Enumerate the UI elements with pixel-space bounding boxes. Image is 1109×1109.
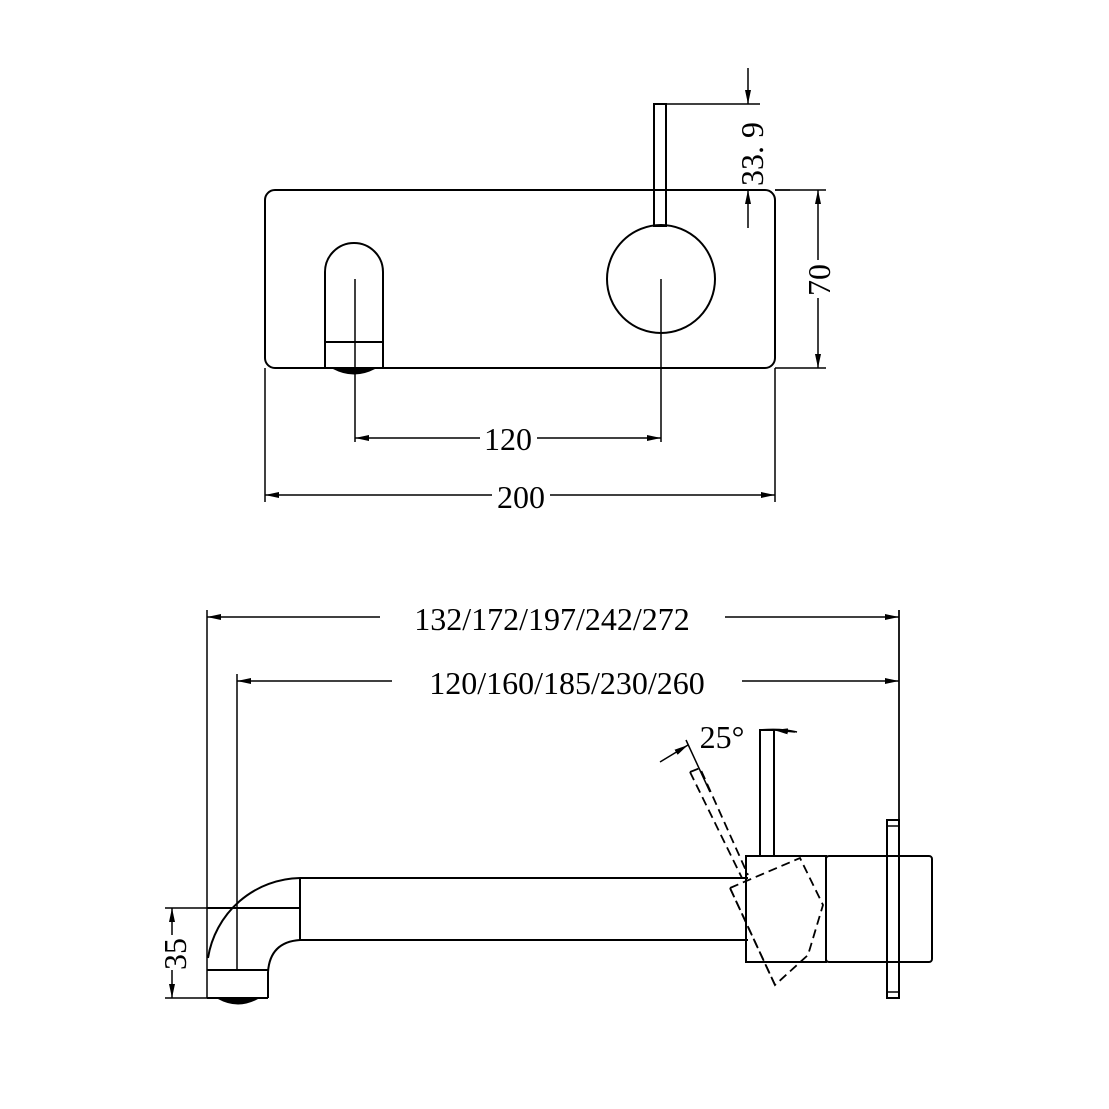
side-view: 132/172/197/242/272 120/160/185/230/260: [157, 601, 933, 1005]
dim-spout-height-label: 35: [157, 938, 193, 970]
dim-spout-height: 35: [157, 907, 207, 999]
front-view: 33. 9 70 120 200: [264, 68, 837, 515]
dim-spout-to-handle: 120: [355, 421, 661, 457]
dim-overall-length: 132/172/197/242/272: [206, 601, 900, 998]
valve-body: [745, 610, 933, 999]
dim-spout-length-label: 120/160/185/230/260: [429, 665, 705, 701]
dim-lever-angle: 25°: [659, 719, 798, 793]
dim-lever-height-label: 33. 9: [734, 122, 770, 186]
dim-lever-angle-label: 25°: [700, 719, 745, 755]
dim-plate-width: 200: [264, 368, 776, 515]
handle-front: [606, 103, 716, 442]
dim-plate-width-label: 200: [497, 479, 545, 515]
wall-plate: [264, 189, 776, 369]
dim-plate-height: 70: [775, 189, 837, 369]
dim-lever-height: 33. 9: [666, 68, 790, 228]
handle-rotated-dashed: [689, 766, 824, 987]
dim-overall-length-label: 132/172/197/242/272: [414, 601, 690, 637]
handle-side: [759, 729, 775, 857]
dim-plate-height-label: 70: [801, 264, 837, 296]
spout-front: [324, 242, 384, 442]
spout-side: [207, 877, 748, 1005]
dim-spout-to-handle-label: 120: [484, 421, 532, 457]
dim-spout-length: 120/160/185/230/260: [236, 665, 899, 970]
